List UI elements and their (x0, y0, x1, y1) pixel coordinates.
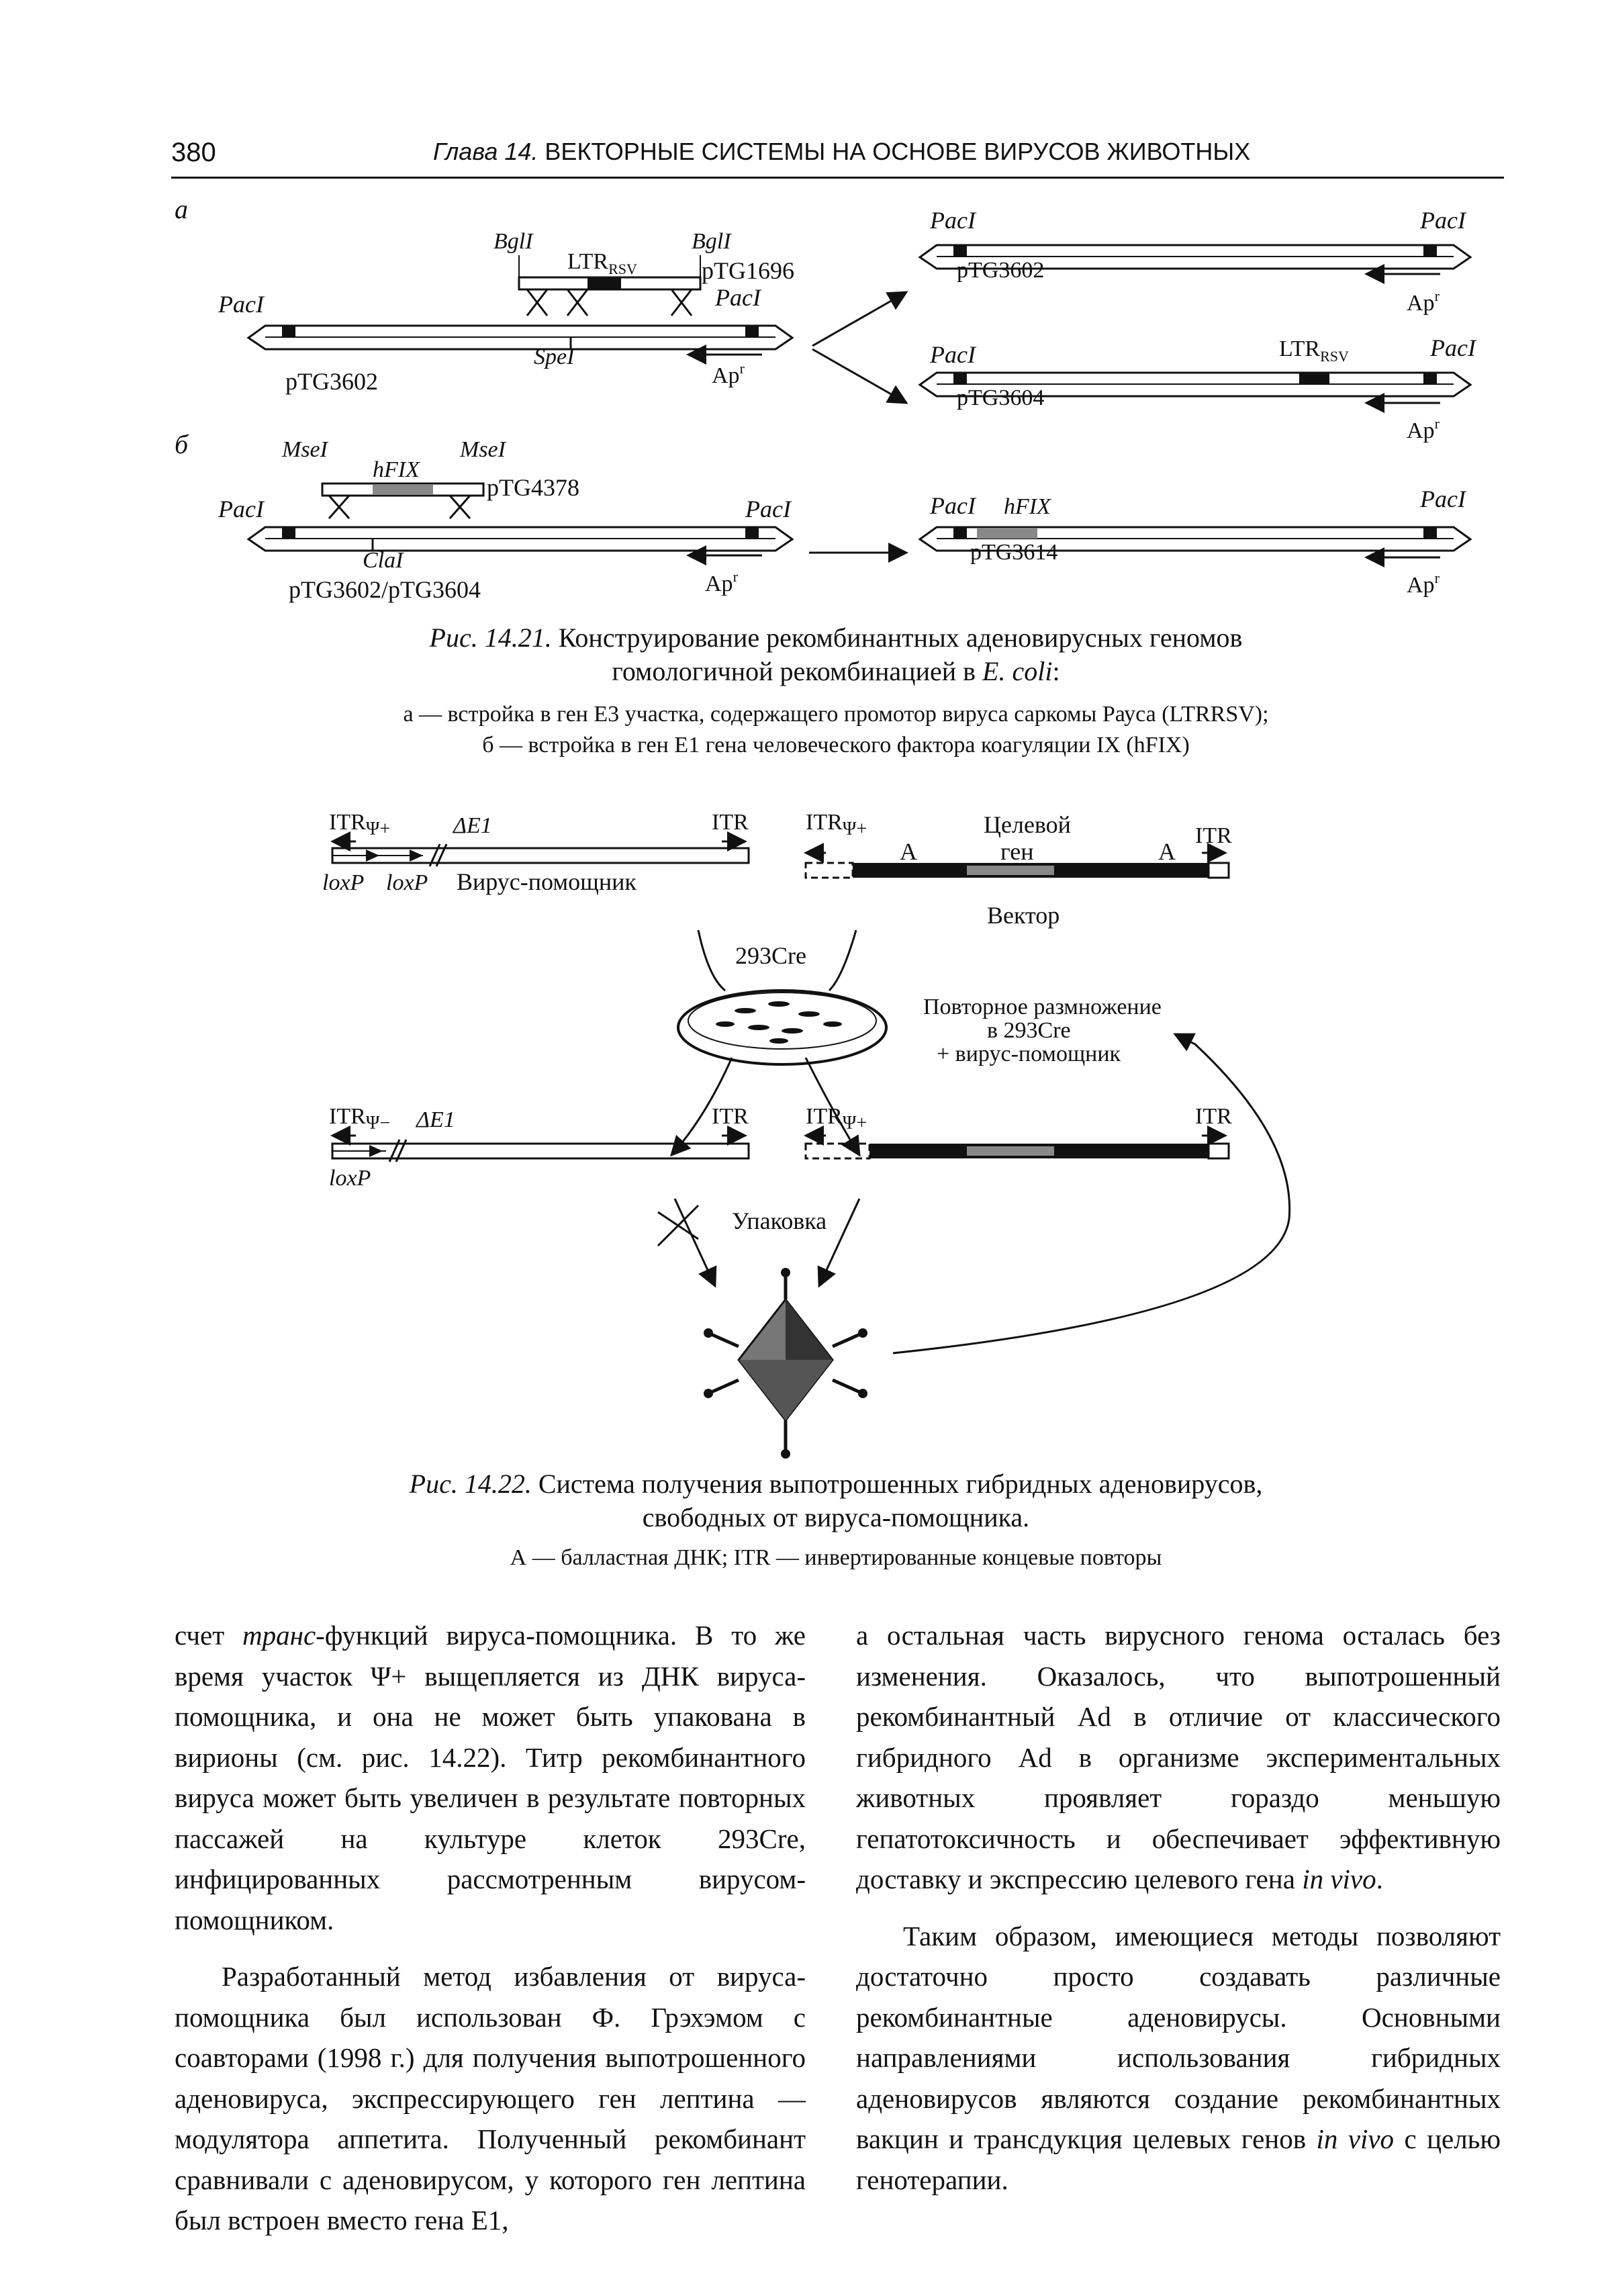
crossover-marks (526, 289, 693, 316)
res1-apr: Apr (1407, 287, 1440, 316)
target-gene-line2: ген (1000, 838, 1034, 865)
loxp-1: loxP (322, 870, 364, 895)
helper2-itr-label: ITRΨ− (329, 1104, 390, 1134)
loxp-bottom: loxP (329, 1166, 371, 1191)
ltr-block (587, 278, 621, 289)
cell-line-label: 293Cre (735, 942, 806, 969)
repeat-line2: в 293Cre (987, 1018, 1071, 1043)
ptg3602-3604-label: pTG3602/pTG3604 (289, 576, 481, 603)
res1-name: pTG3602 (957, 258, 1044, 283)
vector-itr-left: ITRΨ+ (806, 810, 867, 839)
caption-2-label: Рис. 14.22. (409, 1469, 532, 1499)
page-number: 380 (171, 138, 216, 167)
ptg4378-insert (321, 482, 485, 497)
caption-1-label: Рис. 14.21. (429, 623, 552, 653)
caption-2-title: Рис. 14.22. Система получения выпотрошен… (409, 1469, 1263, 1499)
mse2-label: MseI (459, 437, 507, 462)
vector2-itr-right: ITR (1195, 1104, 1232, 1129)
delta-e1-top: ΔE1 (452, 813, 492, 838)
res1-pac-left: PacI (929, 207, 977, 234)
helper-virus-label: Вирус-помощник (457, 868, 637, 895)
running-header: 380 Глава 14. ВЕКТОРНЫЕ СИСТЕМЫ НА ОСНОВ… (171, 138, 1504, 179)
repeat-line1: Повторное размножение (923, 995, 1162, 1019)
pac-a-right: PacI (714, 284, 762, 311)
cla-label: ClaI (363, 548, 404, 573)
left-paragraph-2: Разработанный метод избавления от вируса… (175, 1961, 806, 2236)
spe-label: SpeI (534, 345, 575, 369)
target-gene-line1: Целевой (984, 811, 1071, 838)
apr-a-label: Apr (712, 360, 745, 388)
plasmid-ptg3602-a (246, 324, 794, 351)
helper-itr-label: ITRΨ+ (329, 810, 390, 839)
chapter-title: ВЕКТОРНЫЕ СИСТЕМЫ НА ОСНОВЕ ВИРУСОВ ЖИВО… (545, 138, 1251, 165)
arrow-to-ptg3602 (812, 291, 908, 347)
hfix-b-label: hFIX (373, 457, 420, 482)
ptg1696-label: pTG1696 (702, 257, 794, 284)
plasmid-ptg3614-result (918, 526, 1472, 552)
res3-pac-right: PacI (1419, 486, 1467, 512)
caption-1-title: Рис. 14.21. Конструирование рекомбинантн… (429, 623, 1243, 653)
caption-fig-14-21: Рис. 14.21. Конструирование рекомбинантн… (171, 621, 1501, 761)
arrow-to-ptg3604 (812, 348, 908, 404)
a-right: A (1158, 838, 1176, 865)
bgl2-label: BglI (692, 229, 732, 254)
apr-b-label: Apr (705, 568, 739, 596)
figure-14-22: ITRΨ+ ΔE1 ITR loxP loxP Вирус-помощник I… (322, 810, 1291, 1459)
ltr-rsv-label: LTRRSV (567, 249, 637, 277)
recycle-arrow (892, 1033, 1291, 1354)
caption-2-title-line2: свободных от вируса-помощника. (642, 1502, 1030, 1532)
helper2-itr-right: ITR (712, 1104, 749, 1129)
panel-a-label: а (175, 195, 188, 224)
plasmid-ptg3602-3604 (246, 526, 794, 552)
res3-pac-left: PacI (929, 492, 977, 519)
right-column: а остальная часть вирусного генома остал… (856, 1615, 1501, 2200)
repeat-line3: + вирус-помощник (937, 1042, 1121, 1066)
loxp-2: loxP (386, 870, 428, 895)
chapter-header: Глава 14. ВЕКТОРНЫЕ СИСТЕМЫ НА ОСНОВЕ ВИ… (433, 138, 1250, 166)
res3-apr: Apr (1407, 569, 1440, 598)
virion-icon (704, 1268, 867, 1459)
cells (716, 1001, 842, 1044)
plasmid-ptg3602-result (918, 244, 1472, 270)
caption-fig-14-22: Рис. 14.22. Система получения выпотрошен… (171, 1467, 1501, 1573)
plasmid-ptg3604-result (918, 371, 1472, 398)
vector-itr-right: ITR (1195, 823, 1232, 848)
pac-b-right: PacI (745, 496, 792, 522)
right-paragraph-2: Таким образом, имеющиеся методы позволяю… (856, 1920, 1501, 2195)
mse1-label: MseI (281, 437, 329, 462)
delta-e1-bottom: ΔE1 (415, 1107, 455, 1132)
chapter-prefix: Глава 14. (433, 138, 538, 165)
res3-name: pTG3614 (970, 540, 1057, 565)
ptg1696-insert (518, 276, 702, 291)
pac-b-left: PacI (218, 496, 265, 522)
left-column: счет транс-функций вируса-помощника. В т… (175, 1615, 806, 2241)
res3-hfix: hFIX (1004, 494, 1051, 519)
caption-1-title-line2: гомологичной рекомбинацией в E. coli: (612, 656, 1060, 686)
pac-a-left: PacI (218, 291, 265, 318)
res2-pac-left: PacI (929, 341, 977, 368)
figure-14-21: а BglI LTRRSV BglI pTG1696 PacI PacI Spe… (175, 195, 1477, 603)
vector2-itr-left: ITRΨ+ (806, 1104, 867, 1134)
right-paragraph-1: а остальная часть вирусного генома остал… (856, 1620, 1501, 1894)
crossover-marks-b (328, 495, 471, 519)
caption-1-legend-a: а — встройка в ген E3 участка, содержаще… (403, 702, 1269, 727)
bgl1-label: BglI (493, 229, 534, 254)
left-paragraph-1: счет транс-функций вируса-помощника. В т… (175, 1620, 806, 1935)
culture-dish (677, 989, 888, 1066)
ptg3602-a-label: pTG3602 (285, 368, 378, 395)
res2-ltr: LTRRSV (1279, 336, 1349, 365)
res2-pac-right: PacI (1429, 334, 1477, 361)
caption-2-legend: А — балластная ДНК; ITR — инвертированны… (510, 1545, 1162, 1570)
res2-apr: Apr (1407, 415, 1440, 443)
vector-label: Вектор (987, 902, 1060, 929)
a-left: A (900, 838, 917, 865)
header-rule (171, 177, 1504, 179)
helper-itr-right: ITR (712, 810, 749, 835)
ptg4378-label: pTG4378 (487, 474, 579, 501)
packaging-label: Упаковка (732, 1207, 827, 1234)
caption-1-legend-b: б — встройка в ген E1 гена человеческого… (482, 733, 1190, 757)
res2-name: pTG3604 (957, 385, 1044, 410)
res1-pac-right: PacI (1419, 207, 1467, 234)
panel-b-label: б (175, 429, 189, 459)
